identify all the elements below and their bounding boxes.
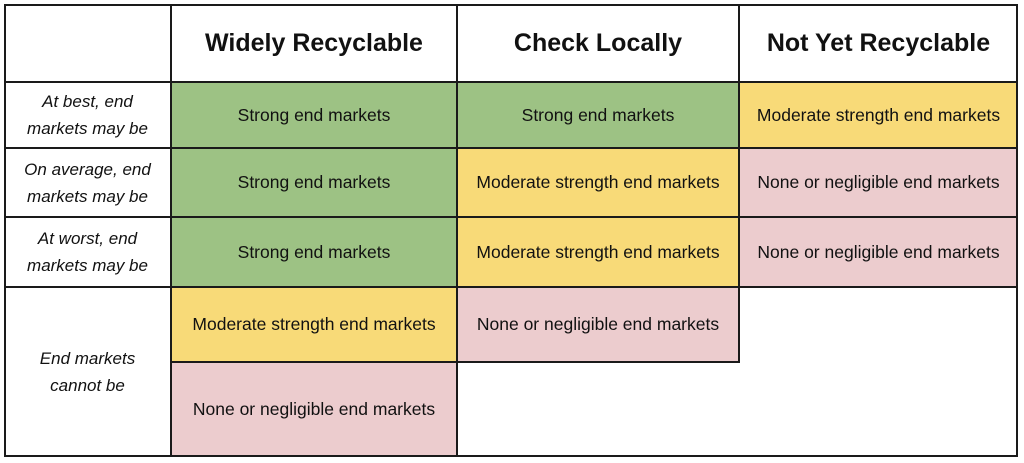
grid-line [170,4,172,457]
cell-average-check: Moderate strength end markets [457,148,739,217]
column-header-widely-recyclable: Widely Recyclable [205,28,423,57]
grid-line [4,216,1018,218]
recyclability-table: Widely Recyclable Check Locally Not Yet … [4,4,1018,457]
cell-worst-notyet: None or negligible end markets [739,217,1018,287]
cell-worst-check: Moderate strength end markets [457,217,739,287]
grid-line [4,286,1018,288]
cell-best-notyet: Moderate strength end markets [739,82,1018,148]
cell-cannot-widely-top: Moderate strength end markets [171,287,457,362]
cell-cannot-check: None or negligible end markets [457,287,739,362]
grid-line [738,4,740,363]
row-label-cannot-be: End markets cannot be [39,349,136,395]
grid-line [4,455,1018,457]
grid-line [4,81,1018,83]
cell-best-check: Strong end markets [457,82,739,148]
cell-average-notyet: None or negligible end markets [739,148,1018,217]
grid-line [1016,4,1018,457]
cell-cannot-widely-bottom: None or negligible end markets [171,362,457,457]
grid-line [4,4,1018,6]
row-label-on-average: On average, end markets may be [24,159,151,206]
cell-worst-widely: Strong end markets [171,217,457,287]
row-label-at-worst: At worst, end markets may be [27,229,148,275]
grid-line [4,147,1018,149]
cell-average-widely: Strong end markets [171,148,457,217]
cell-best-widely: Strong end markets [171,82,457,148]
column-header-not-yet-recyclable: Not Yet Recyclable [766,28,991,57]
column-header-check-locally: Check Locally [513,28,683,57]
grid-line [170,361,740,363]
grid-line [456,4,458,457]
row-label-at-best: At best, end markets may be [27,92,148,138]
grid-line [4,4,6,457]
